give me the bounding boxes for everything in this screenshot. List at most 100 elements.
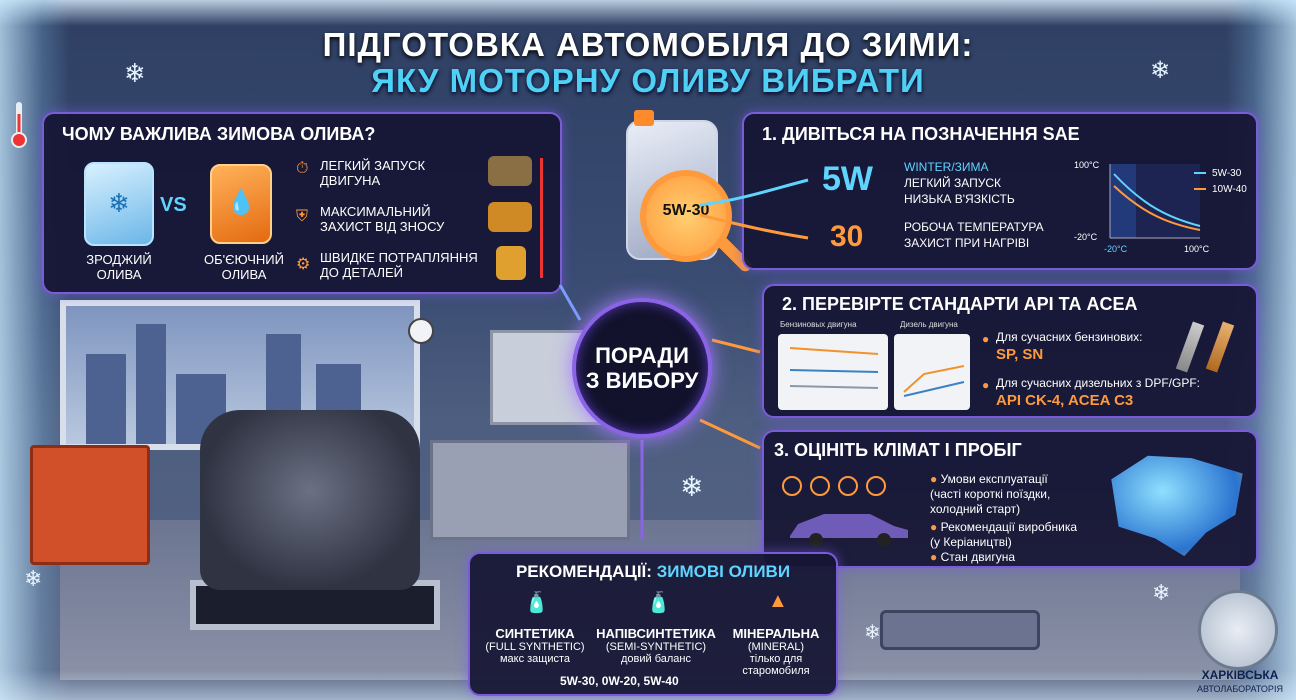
recommend-title-highlight: ЗИМОВІ ОЛИВИ [656,562,791,581]
gauge-icon [866,476,886,496]
snowflake-icon: ❄ [680,471,704,502]
chart-y-top: 100°C [1074,160,1100,170]
winter-code: 5W [822,160,873,198]
diesel-chart-title: Дизель двигуна [900,320,958,329]
why-panel: ЧОМУ ВАЖЛИВА ЗИМОВА ОЛИВА? ❄ ЗРОДЖИЙ ОЛИ… [42,112,562,294]
synthetic-icon: 🧴 [524,592,549,614]
magnifier-icon [640,170,732,262]
viscosity-chart-svg [1109,164,1201,239]
brand-subtitle: АВТОЛАБОРАТОРІЯ [1197,684,1283,694]
toolbox [880,610,1040,650]
frozen-oil-jug-icon: ❄ [84,162,154,246]
series-5w30-line [1113,173,1201,227]
type-synthetic-name: СИНТЕТИКА [495,626,575,641]
benefit-1: ЛЕГКИЙ ЗАПУСК ДВИГУНА [320,158,426,188]
tips-hub: ПОРАДИ З ВИБОРУ [572,298,712,438]
flow-icon: ⚙ [296,256,311,273]
type-mineral-desc: тілько для старомобиля [742,653,810,677]
chart-x-left: -20°C [1104,244,1128,254]
gas-value: SP, SN [996,346,1044,363]
sae-panel: 1. ДИВІТЬСЯ НА ПОЗНАЧЕННЯ SAE 5W WINTER/… [742,112,1258,270]
recommend-grades: 5W-30, 0W-20, 5W-40 [560,674,679,688]
snowflake-icon: ❄ [1150,57,1171,84]
gas-chart-title: Бензиновых двигуна [780,320,857,329]
diesel-value: API CK-4, ACEA C3 [996,392,1134,409]
winter-note-3: НИЗЬКА В'ЯЗКІСТЬ [904,192,1015,206]
fresh-oil-label: ОБ'ЄЮЧНИЙ ОЛИВА [204,252,284,282]
recommend-panel: РЕКОМЕНДАЦІЇ: ЗИМОВІ ОЛИВИ 🧴 🧴 ▲ СИНТЕТИ… [468,552,838,696]
car-icon [784,504,914,548]
standards-title: 2. ПЕРЕВІРТЕ СТАНДАРТИ API ТА ACEA [782,294,1138,314]
frozen-oil-label: ЗРОДЖИЙ ОЛИВА [86,252,152,282]
legend-5w30: 5W-30 [1194,168,1241,179]
wall-clock [408,318,434,344]
viscosity-chart: 100°C -20°C -20°C 100°C 5W-30 10W-40 [1074,156,1247,266]
bullet-dot: ● [982,332,990,346]
snowflake-icon: ❄ [124,58,146,88]
fresh-oil-jug-icon: 💧 [210,164,272,244]
temp-note-1: РОБОЧА ТЕМПЕРАТУРА [904,220,1044,234]
sae-title: 1. ДИВІТЬСЯ НА ПОЗНАЧЕННЯ SAE [762,124,1080,144]
temp-note-2: ЗАХИСТ ПРИ НАГРІВІ [904,236,1030,250]
glow-plug-icon [1205,321,1235,373]
chart-y-bottom: -20°C [1074,232,1098,242]
series-10w40-line [1113,185,1201,231]
brand-logo [1198,590,1278,670]
climate-item-3-text: Стан двигуна [940,550,1016,564]
gas-note: Для сучасних бензинових: [996,330,1143,344]
climate-item-3: ● Стан двигуна [930,550,1016,564]
shield-icon: ⛨ [296,208,309,225]
climate-item-2: ● Рекомендації виробника (у Керіаництві) [930,520,1078,549]
hub-line-2: З ВИБОРУ [585,368,699,393]
type-mineral: МІНЕРАЛЬНА (MINERAL) тілько для старомоб… [720,626,832,677]
gas-chart-card [778,334,888,410]
snow-icon [810,476,830,496]
type-semi: НАПІВСИНТЕТИКА (SEMI-SYNTHETIC) довий ба… [592,626,720,665]
climate-item-1: ● Умови експлуатації (часті короткі поїз… [930,472,1051,516]
benefit-3: ШВИДКЕ ПОТРАПЛЯННЯ ДО ДЕТАЛЕЙ [320,250,478,280]
type-mineral-name: МІНЕРАЛЬНА [732,626,820,641]
type-mineral-sub: (MINERAL) [747,641,805,653]
climate-title: 3. ОЦІНІТЬ КЛІМАТ І ПРОБІГ [774,440,1022,460]
snowflake-icon: ❄ [24,566,43,591]
mineral-icon: ▲ [768,590,788,612]
viscosity-badge: 5W-30 [662,202,710,219]
spark-plug-icon [1175,321,1205,373]
recommend-title-prefix: РЕКОМЕНДАЦІЇ: [515,562,652,581]
bullet-dot: ● [982,378,990,392]
snowflake-icon: ❄ [1152,580,1171,605]
brand-name: ХАРКІВСЬКА [1201,668,1279,682]
winter-note-1: WINTER/ЗИМА [904,160,989,174]
semi-synthetic-icon: 🧴 [646,592,671,614]
benefit-2: МАКСИМАЛЬНИЙ ЗАХИСТ ВІД ЗНОСУ [320,204,445,234]
snowflake-icon: ❄ [864,622,881,644]
legend-10w40-label: 10W-40 [1212,184,1247,195]
diesel-note: Для сучасних дизельних з DPF/GPF: [996,376,1200,390]
temp-code: 30 [830,220,864,253]
engine-illustration [200,410,420,590]
winter-note-2: ЛЕГКИЙ ЗАПУСК [904,176,1001,190]
diesel-chart-card [894,334,970,410]
standards-panel: 2. ПЕРЕВІРТЕ СТАНДАРТИ API ТА ACEA Бензи… [762,284,1258,418]
climate-panel: 3. ОЦІНІТЬ КЛІМАТ І ПРОБІГ ● Умови експл… [762,430,1258,568]
climate-item-1-text: Умови експлуатації (часті короткі поїздк… [930,472,1051,516]
workbench [430,440,630,540]
engine-warm-icon [488,202,532,232]
page-title: ПІДГОТОВКА АВТОМОБІЛЯ ДО ЗИМИ: [322,26,974,63]
legend-5w30-label: 5W-30 [1212,168,1242,179]
type-synthetic-desc: макс защиста [499,653,571,665]
tool-cabinet [30,445,150,565]
stopwatch-icon: ⏱ [296,160,309,177]
type-synthetic-sub: (FULL SYNTHETIC) [485,641,585,653]
type-semi-name: НАПІВСИНТЕТИКА [596,626,716,641]
climate-item-2-text: Рекомендації виробника (у Керіаництві) [930,520,1078,549]
oil-drop-icon [496,246,526,280]
thermo-small-icon [540,158,546,278]
vs-label: VS [160,194,187,216]
type-synthetic: СИНТЕТИКА (FULL SYNTHETIC) макс защиста [476,626,594,665]
ukraine-map [1111,455,1243,557]
road-icon [838,476,858,496]
type-semi-sub: (SEMI-SYNTHETIC) [605,641,707,653]
legend-10w40: 10W-40 [1194,184,1247,195]
